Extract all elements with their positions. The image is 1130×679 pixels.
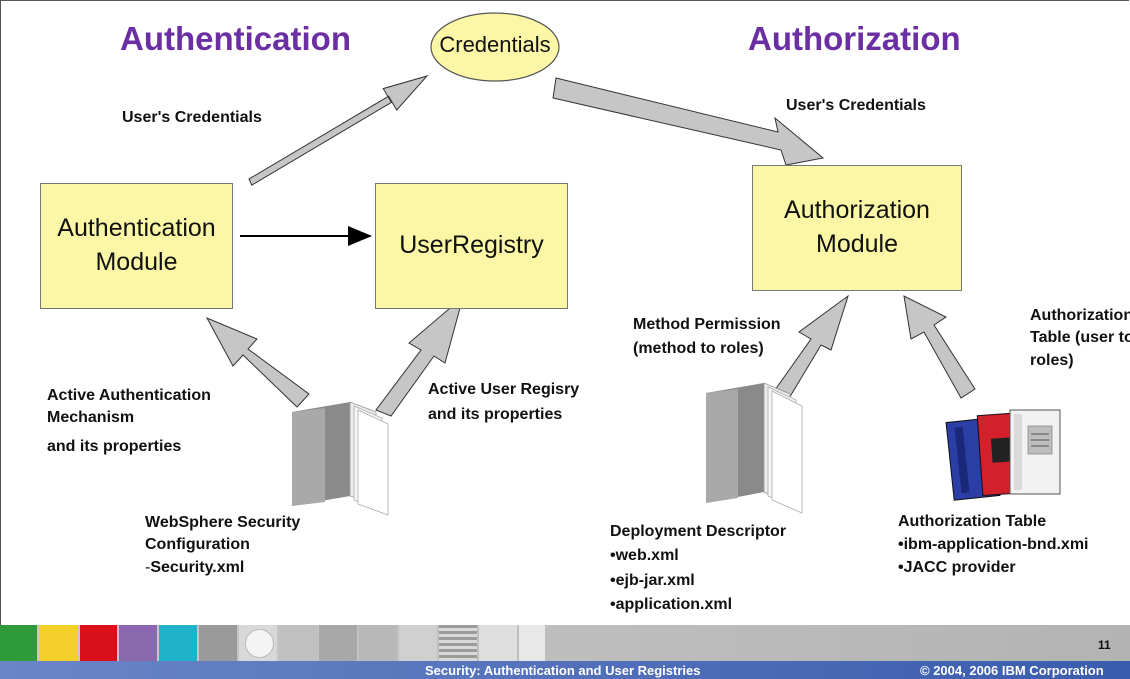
footer-tile-photo-5 [359,625,397,661]
arrow-table-to-authz [903,295,976,399]
footer-tile-light-2 [519,625,545,661]
method-permission-line1: Method Permission [633,316,781,333]
authz-table-user-label: Authorization Table (user to roles) [1030,305,1130,372]
authentication-module-line2: Module [95,248,178,276]
method-permission-label: Method Permission (method to roles) [633,314,781,361]
websphere-caption-line3: -Security.xml [145,557,300,579]
footer-tile-photo-2 [239,625,277,661]
footer-tile-light-1 [479,625,517,661]
slide-border [0,0,1129,625]
footer-tile-red [80,625,117,661]
footer-tile-photo-4 [319,625,357,661]
authentication-module-line1: Authentication [57,214,216,243]
footer-tile-stripes [439,625,477,661]
websphere-caption-line1: WebSphere Security [145,514,301,531]
footer-tile-purple [119,625,157,661]
active-user-registry-label: Active User Regisry and its properties [428,379,579,427]
websphere-caption-line2: Configuration [145,536,250,554]
active-auth-mechanism-label: Active Authentication Mechanism and its … [47,385,211,458]
authorization-module-line1: Authorization [784,196,930,225]
footer-tile-photo-6 [399,625,437,661]
authorization-module-box: Authorization Module [752,165,962,291]
footer-copyright: © 2004, 2006 IBM Corporation [920,663,1104,678]
authorization-module-line2: Module [816,230,898,258]
footer-tile-green [0,625,37,661]
deployment-caption: Deployment Descriptor •web.xml •ejb-jar.… [610,520,786,617]
page-number: 11 [1098,638,1111,652]
active-user-registry-line2: and its properties [428,406,563,424]
deployment-caption-item: •web.xml [610,547,679,565]
authz-table-caption-title: Authorization Table [898,513,1047,530]
deployment-caption-item: •application.xml [610,595,733,613]
authz-table-user-line1: Authorization [1030,307,1130,324]
authz-table-caption-item: •ibm-application-bnd.xmi [898,536,1089,554]
websphere-caption: WebSphere Security Configuration -Securi… [145,512,300,579]
arrow-credentials-to-authz [552,77,825,166]
authorization-heading: Authorization [748,20,961,57]
book-icon-deployment [706,382,803,514]
active-user-registry-line1: Active User Regisry [428,381,580,398]
websphere-caption-dash: - [145,558,151,576]
credentials-label: Credentials [439,32,551,57]
footer-bar [0,661,1130,679]
binders-icon-authz-table [945,409,1061,501]
footer-tile-teal [159,625,197,661]
user-registry-label: UserRegistry [399,231,544,260]
authentication-module-box: Authentication Module [40,183,233,309]
footer-tile-photo-3 [279,625,317,661]
footer-tile-photo-1 [199,625,237,661]
method-permission-line2: (method to roles) [633,340,764,358]
deployment-caption-title: Deployment Descriptor [610,523,787,540]
users-credentials-left-label: User's Credentials [122,109,262,126]
footer-circle-icon [245,629,274,658]
websphere-caption-file: Security.xml [150,558,245,576]
authz-table-caption-item: •JACC provider [898,559,1016,577]
users-credentials-right-label: User's Credentials [786,97,926,114]
authz-table-user-line3: roles) [1030,351,1074,369]
authentication-heading: Authentication [120,20,351,57]
arrow-book-to-registry [375,295,464,417]
book-icon-websphere [292,401,389,516]
authz-table-caption: Authorization Table •ibm-application-bnd… [898,510,1089,580]
deployment-caption-item: •ejb-jar.xml [610,571,695,589]
footer-tile-yellow [39,625,78,661]
arrow-book-to-auth [205,316,310,408]
footer-title: Security: Authentication and User Regist… [425,663,701,678]
authz-table-user-line2: Table (user to [1030,329,1130,347]
arrow-auth-to-credentials [248,75,429,186]
diagram-canvas [205,12,1061,516]
arrow-descriptor-to-authz [769,294,849,406]
credentials-ellipse [430,12,560,82]
active-auth-mechanism-line3: and its properties [47,437,182,455]
active-auth-mechanism-line2: Mechanism [47,409,135,427]
user-registry-box: UserRegistry [375,183,568,309]
active-auth-mechanism-line1: Active Authentication [47,387,211,404]
